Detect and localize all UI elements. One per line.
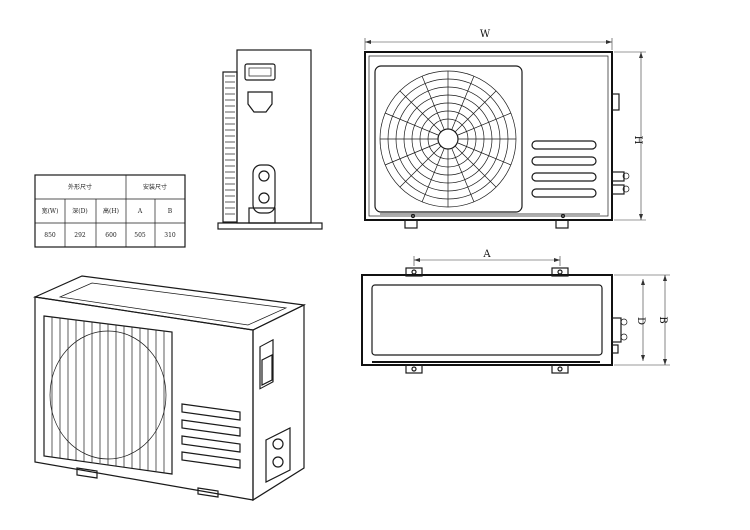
iso-louvers (181, 403, 241, 469)
front-view-inner-edge (368, 55, 609, 217)
top-view (361, 267, 628, 374)
spec-value-width: 850 (44, 232, 56, 239)
spec-table-group-install: 安装尺寸 (143, 183, 167, 191)
spec-table (34, 174, 186, 248)
front-view-foot-right (555, 219, 569, 229)
side-view-valve-upper (258, 170, 270, 182)
front-view-foot-left (404, 219, 418, 229)
spec-value-a: 505 (134, 232, 146, 239)
width-label: W (480, 29, 491, 40)
front-view-body (364, 51, 613, 221)
top-view-mount-right (551, 267, 569, 277)
side-view-valve-panel (252, 164, 276, 214)
side-view-terminal-cover (247, 91, 273, 113)
side-view-rear-fins (222, 71, 238, 223)
spec-value-height: 600 (105, 232, 117, 239)
iso-valve-panel (265, 427, 291, 483)
front-louvers (531, 140, 597, 198)
top-view-valves (611, 317, 622, 343)
spec-header-height: 高(H) (103, 207, 119, 215)
iso-side-face (252, 304, 305, 502)
side-view (217, 49, 323, 230)
spec-value-b: 310 (164, 232, 176, 239)
iso-fan-ring (49, 330, 167, 460)
height-label: H (632, 136, 643, 145)
spec-table-group-outer: 外形尺寸 (68, 183, 92, 191)
iso-terminal-cover (259, 338, 274, 390)
top-view-mount-bottom-left (405, 364, 423, 374)
isometric-view (32, 275, 307, 502)
top-view-mount-bottom-right (551, 364, 569, 374)
spec-header-a: A (137, 208, 143, 215)
top-view-body (361, 274, 613, 366)
spec-header-depth: 深(D) (72, 207, 88, 215)
height-dimension (614, 51, 646, 221)
side-view-body (236, 49, 312, 224)
top-view-top-panel (371, 284, 603, 356)
front-view (364, 51, 630, 229)
side-view-handle (244, 63, 276, 81)
side-view-valve-lower (258, 192, 270, 204)
spec-header-b: B (168, 208, 173, 215)
iso-foot-right (197, 487, 219, 498)
spec-header-width: 宽(W) (42, 207, 59, 215)
fan-guard-spokes (380, 71, 516, 207)
fan-grille (374, 65, 523, 213)
spec-table-frame (34, 174, 186, 248)
mount-label: B (657, 316, 668, 323)
depth-label: D (635, 317, 646, 325)
iso-top-panel (58, 282, 288, 326)
width-dimension (364, 38, 613, 50)
spacing-label: A (482, 249, 491, 260)
side-view-base-plate (217, 222, 323, 230)
top-view-mount-left (405, 267, 423, 277)
side-view-foot (248, 207, 276, 224)
iso-handle (261, 354, 273, 386)
depth-dimension (614, 274, 670, 366)
front-view-service-valves (611, 171, 630, 195)
side-view-fin-lines (225, 75, 235, 215)
spec-value-depth: 292 (74, 232, 86, 239)
iso-foot-left (76, 467, 98, 479)
spacing-dimension (413, 256, 561, 266)
iso-grille-bars (51, 317, 165, 473)
front-view-side-handle (611, 93, 620, 111)
mount-dimension (663, 275, 667, 365)
iso-fan-grille (43, 315, 173, 475)
side-view-handle-slot (248, 67, 272, 77)
